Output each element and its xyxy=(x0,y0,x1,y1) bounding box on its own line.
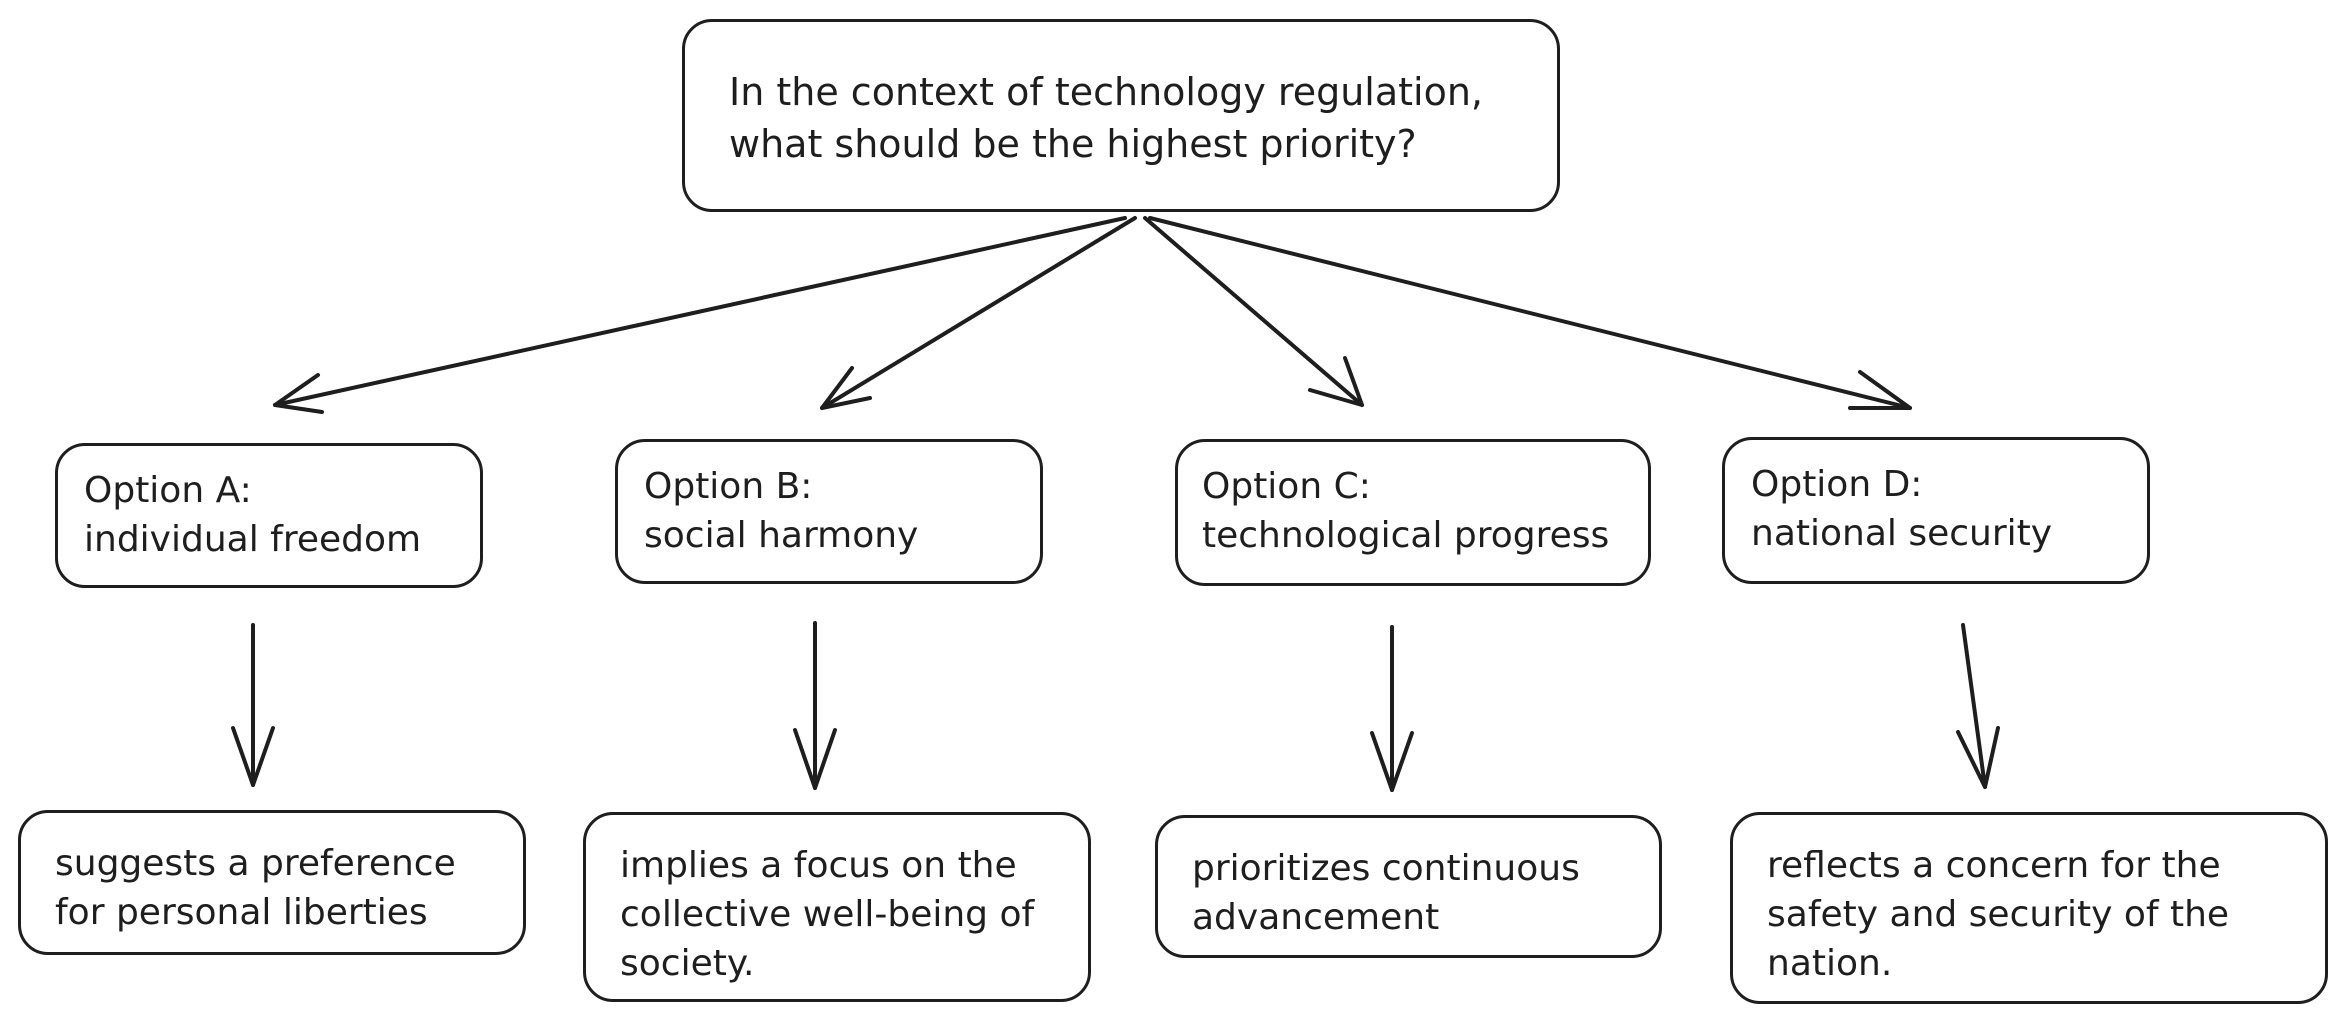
arrow-option-c-to-explanation xyxy=(1370,625,1414,792)
arrow-option-b-to-explanation xyxy=(793,621,837,790)
option-c-value: technological progress xyxy=(1202,515,1610,556)
option-d-value: national security xyxy=(1751,513,2053,554)
question-line-2: what should be the highest priority? xyxy=(729,122,1417,166)
option-d-label: Option D: xyxy=(1751,464,1923,505)
question-line-1: In the context of technology regulation, xyxy=(729,70,1483,114)
arrow-question-to-option-d xyxy=(1148,216,1912,410)
option-c-box: Option C: technological progress xyxy=(1175,439,1651,586)
explanation-d-text: reflects a concern for the safety and se… xyxy=(1767,845,2230,984)
option-a-label: Option A: xyxy=(84,470,252,511)
explanation-c-text: prioritizes continuous advancement xyxy=(1192,848,1580,938)
arrow-question-to-option-c xyxy=(1143,216,1364,407)
explanation-a-box: suggests a preference for personal liber… xyxy=(18,810,526,955)
explanation-a-text: suggests a preference for personal liber… xyxy=(55,843,456,933)
option-b-box: Option B: social harmony xyxy=(615,439,1043,584)
option-a-box: Option A: individual freedom xyxy=(55,443,483,588)
option-d-box: Option D: national security xyxy=(1722,437,2150,584)
arrow-question-to-option-b xyxy=(820,216,1137,410)
explanation-c-box: prioritizes continuous advancement xyxy=(1155,815,1662,958)
arrow-question-to-option-a xyxy=(273,216,1127,414)
explanation-d-box: reflects a concern for the safety and se… xyxy=(1730,812,2328,1004)
arrow-option-a-to-explanation xyxy=(231,623,275,787)
option-b-value: social harmony xyxy=(644,515,919,556)
explanation-b-box: implies a focus on the collective well-b… xyxy=(583,812,1091,1002)
question-box: In the context of technology regulation,… xyxy=(682,19,1560,212)
option-c-label: Option C: xyxy=(1202,466,1371,507)
option-b-label: Option B: xyxy=(644,466,813,507)
explanation-b-text: implies a focus on the collective well-b… xyxy=(620,845,1035,984)
option-a-value: individual freedom xyxy=(84,519,422,560)
arrow-option-d-to-explanation xyxy=(1956,623,2000,789)
